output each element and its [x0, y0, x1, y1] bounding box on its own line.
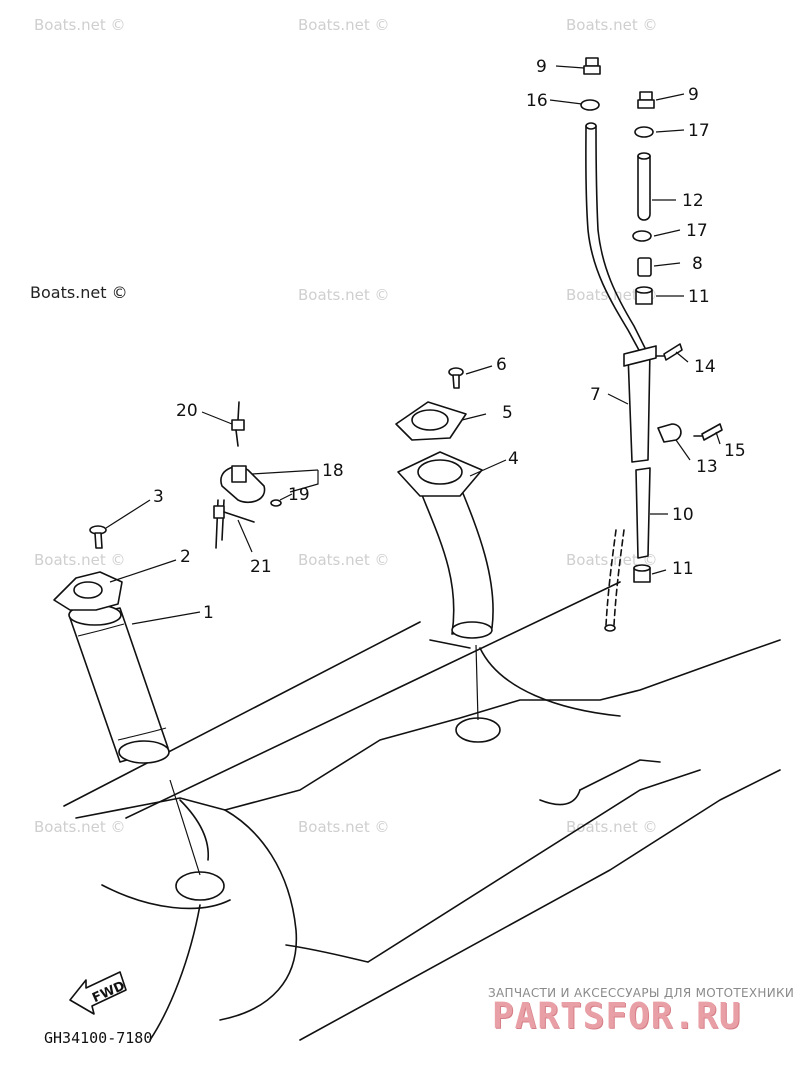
- part-15-rivet: [693, 423, 723, 441]
- breather-hose-lower: [604, 529, 625, 632]
- brand-tagline: ЗАПЧАСТИ И АКСЕССУАРЫ ДЛЯ МОТОТЕХНИКИ: [488, 986, 795, 1000]
- part-17-clamp-lower: [632, 230, 652, 242]
- callout-2: 2: [180, 547, 191, 567]
- callout-20: 20: [176, 401, 198, 421]
- breather-hose-long: [585, 122, 647, 353]
- part-12-hose: [637, 152, 651, 221]
- part-16-clamp: [580, 99, 600, 111]
- callout-17: 17: [686, 221, 708, 241]
- part-18-clamp: [220, 465, 266, 504]
- callout-15: 15: [724, 441, 746, 461]
- deck-hole-rear: [455, 717, 501, 743]
- watermark: Boats.net ©: [34, 16, 126, 34]
- part-17-clamp-upper: [634, 126, 654, 138]
- watermark: Boats.net ©: [298, 16, 390, 34]
- callout-11: 11: [688, 287, 710, 307]
- callout-1: 1: [203, 603, 214, 623]
- watermark: Boats.net ©: [566, 16, 658, 34]
- callout-12: 12: [682, 191, 704, 211]
- callout-16: 16: [526, 91, 548, 111]
- callout-5: 5: [502, 403, 513, 423]
- callout-9: 9: [688, 85, 699, 105]
- part-9-cap-top-right: [637, 91, 655, 109]
- part-11-cap-lower: [633, 564, 651, 583]
- part-11-cap-upper: [635, 286, 653, 305]
- part-14-rivet: [655, 343, 683, 361]
- part-9-cap-top-left: [583, 57, 601, 75]
- fwd-arrow-icon: FWD: [69, 971, 128, 1015]
- diagram-code: GH34100-7180: [44, 1029, 152, 1047]
- callout-4: 4: [508, 449, 519, 469]
- callouts: 1 2 3 4 5 6 7 8 9 9 10 11 11 12 13 14 15…: [153, 57, 746, 623]
- callout-7: 7: [590, 385, 601, 405]
- watermark: Boats.net ©: [34, 818, 126, 836]
- callout-17: 17: [688, 121, 710, 141]
- part-19-washer: [270, 499, 282, 507]
- callout-18: 18: [322, 461, 344, 481]
- callout-11: 11: [672, 559, 694, 579]
- deck-hole-front: [175, 871, 225, 901]
- part-21-band: [213, 499, 255, 549]
- callout-9: 9: [536, 57, 547, 77]
- watermark: Boats.net ©: [34, 551, 126, 569]
- part-5-gasket: [395, 401, 467, 441]
- part-4-vent-hose: [397, 451, 494, 721]
- watermark-dark: Boats.net ©: [30, 283, 128, 302]
- watermark: Boats.net ©: [298, 551, 390, 569]
- callout-19: 19: [288, 485, 310, 505]
- part-13-bracket: [657, 423, 682, 443]
- callout-leaders: [105, 65, 721, 625]
- watermark: Boats.net ©: [566, 286, 658, 304]
- callout-3: 3: [153, 487, 164, 507]
- brand-logo: PARTSFOR.RU: [492, 996, 742, 1037]
- part-20-clip: [231, 401, 245, 447]
- part-2-flange-neck: [73, 581, 103, 599]
- callout-8: 8: [692, 254, 703, 274]
- hull-outline: [63, 581, 781, 1041]
- part-3-screw: [89, 525, 107, 549]
- callout-6: 6: [496, 355, 507, 375]
- callout-13: 13: [696, 457, 718, 477]
- watermarks: Boats.net © Boats.net © Boats.net © Boat…: [34, 16, 658, 836]
- part-7-pipe: [623, 345, 657, 463]
- part-8-fitting: [637, 257, 652, 277]
- watermark: Boats.net ©: [566, 818, 658, 836]
- callout-21: 21: [250, 557, 272, 577]
- part-6-screw: [448, 367, 464, 389]
- callout-14: 14: [694, 357, 716, 377]
- watermark: Boats.net ©: [298, 286, 390, 304]
- part-10-pipe: [635, 467, 651, 559]
- callout-10: 10: [672, 505, 694, 525]
- watermark: Boats.net ©: [298, 818, 390, 836]
